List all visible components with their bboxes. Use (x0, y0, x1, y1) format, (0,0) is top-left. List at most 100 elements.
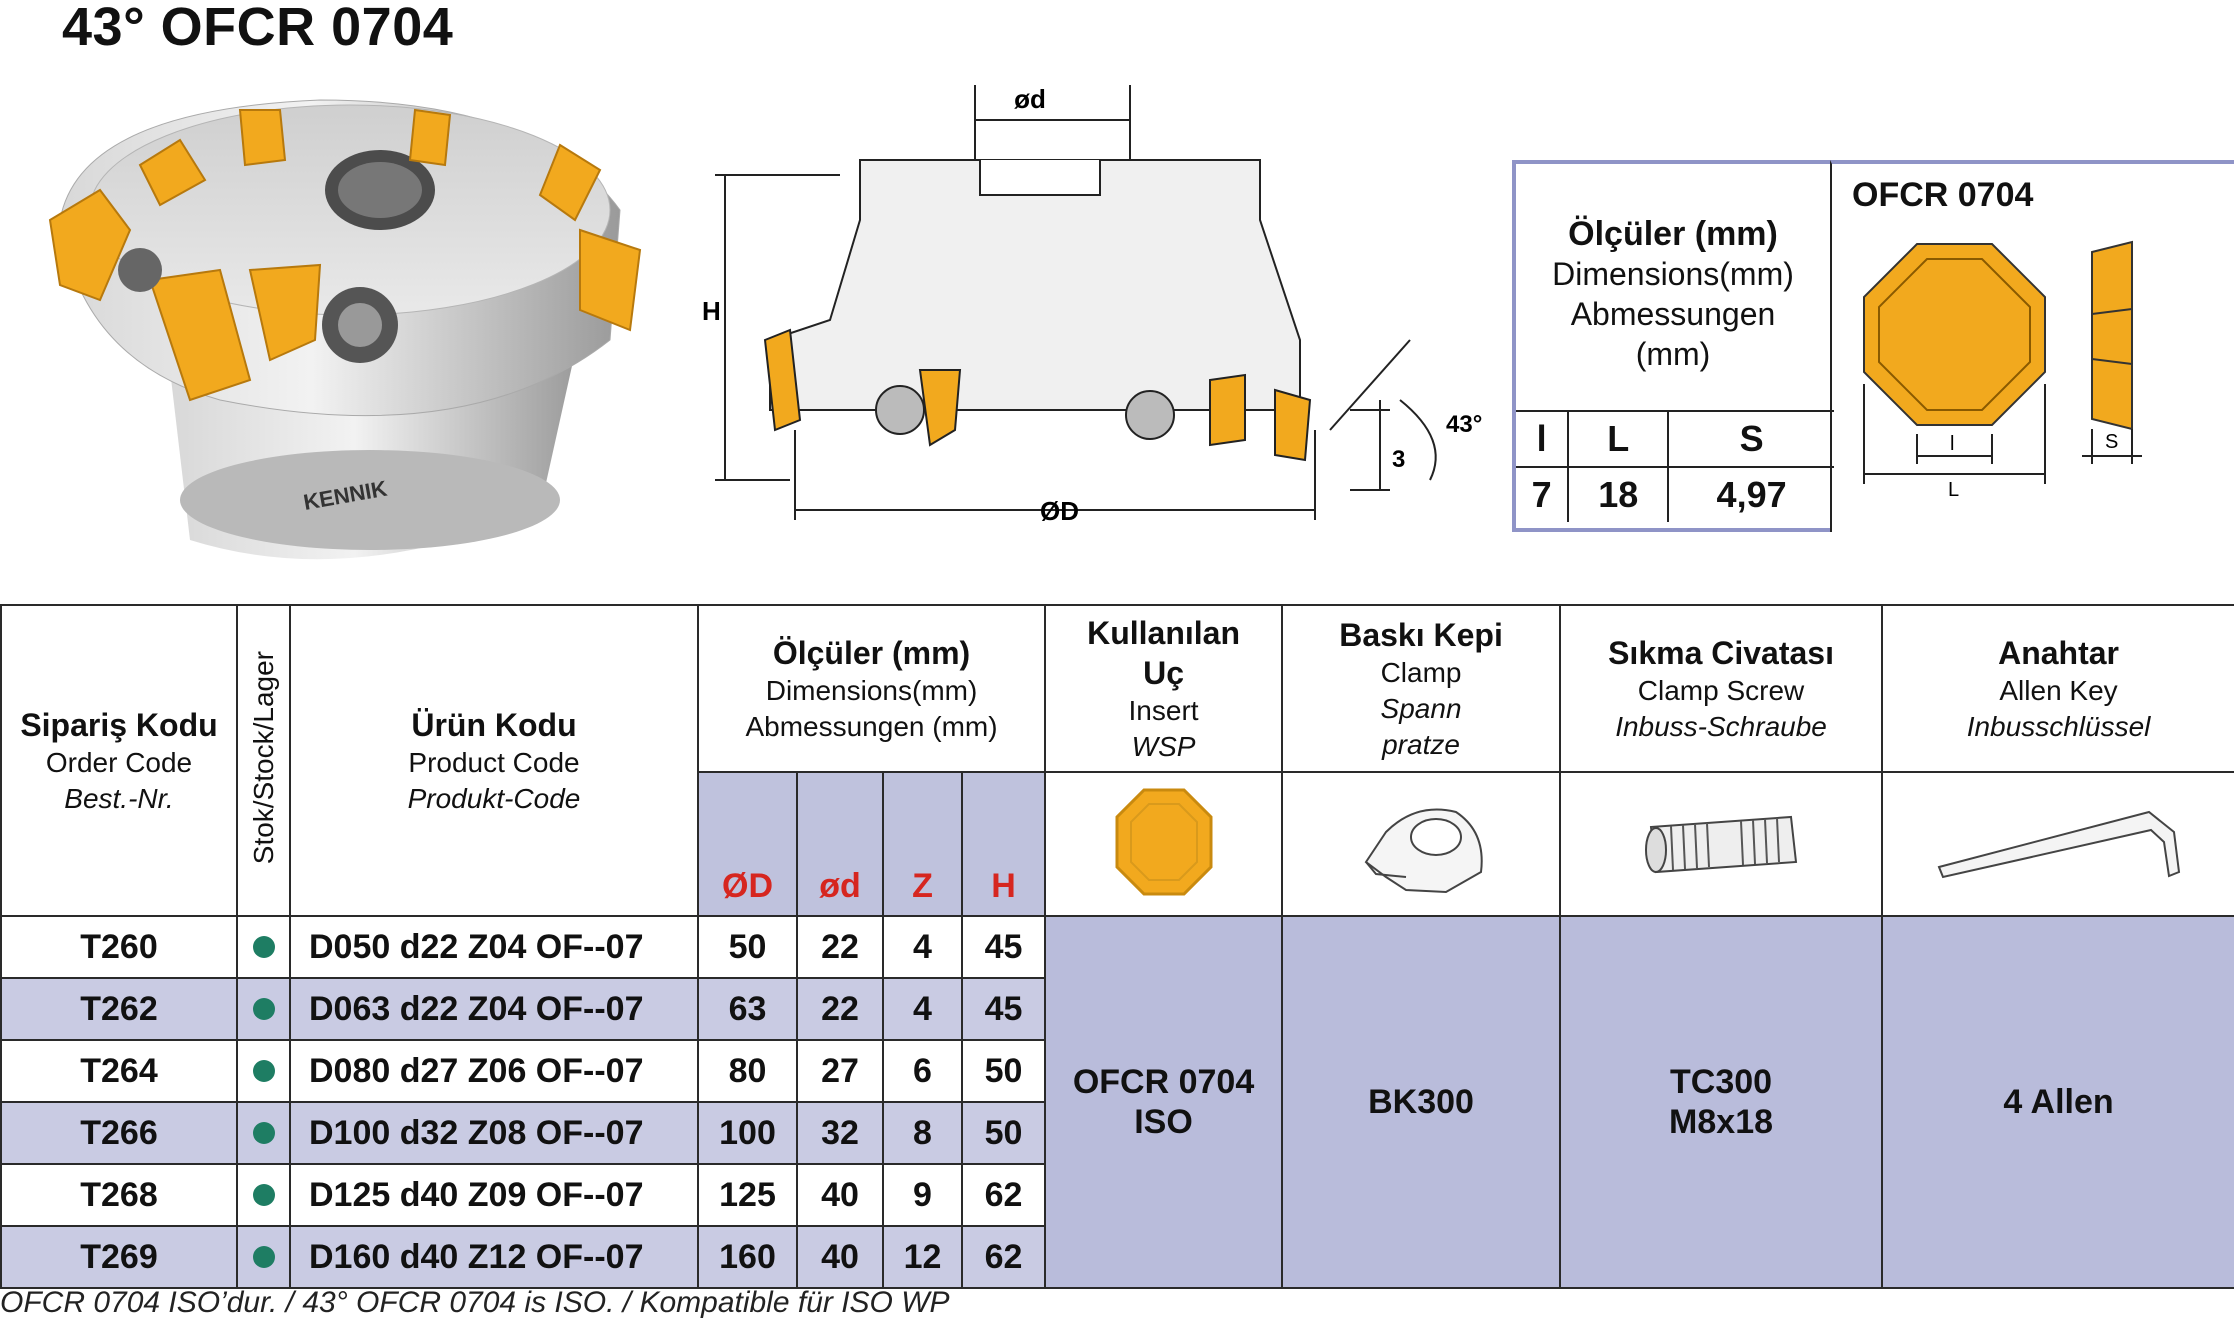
d-cell: 40 (796, 1225, 884, 1289)
col-d: ød (796, 771, 884, 917)
order-code-cell: T266 (0, 1101, 238, 1165)
header-stock: Stok/Stock/Lager (236, 604, 291, 917)
header-clamp-screw: Sıkma Civatası Clamp Screw Inbuss-Schrau… (1559, 604, 1884, 773)
header-product-code: Ürün Kodu Product Code Produkt-Code (289, 604, 699, 917)
clamp-en: Clamp (1380, 656, 1462, 688)
header-order-code: Sipariş Kodu Order Code Best.-Nr. (0, 604, 238, 917)
stock-dot-icon (252, 1183, 275, 1206)
footnote: OFCR 0704 ISO’dur. / 43° OFCR 0704 is IS… (0, 1286, 950, 1319)
D-cell: 125 (697, 1163, 798, 1227)
dims-en: Dimensions(mm) (1552, 256, 1794, 292)
insert-drawing-panel: OFCR 0704 l L S (1830, 160, 2234, 532)
order-code-cell: T260 (0, 915, 238, 979)
D-cell: 100 (697, 1101, 798, 1165)
spec-value-l: 7 (1516, 466, 1569, 522)
key-en: Allen Key (1999, 674, 2118, 706)
clamp-icon (1364, 808, 1483, 893)
page-title: 43° OFCR 0704 (62, 0, 454, 57)
order-code-cell: T262 (0, 977, 238, 1041)
order-code-cell: T264 (0, 1039, 238, 1103)
insert-octagon-drawing: l L S (1863, 240, 2142, 501)
dims-tr: Ölçüler (mm) (1568, 215, 1778, 253)
order-tr: Sipariş Kodu (20, 706, 218, 743)
D-cell: 160 (697, 1225, 798, 1289)
screw-icon (1645, 815, 1798, 873)
order-de: Best.-Nr. (64, 782, 174, 814)
stock-cell (236, 1225, 291, 1289)
header-clamp: Baskı Kepi Clamp Spann pratze (1281, 604, 1562, 773)
dims-header-en: Dimensions(mm) (765, 674, 978, 706)
insert-tr-2: Uç (1143, 654, 1184, 691)
table-row: T262 D063 d22 Z04 OF--07 63 22 4 45 (0, 977, 2234, 1041)
order-code-cell: T269 (0, 1225, 238, 1289)
product-code-cell: D080 d27 Z06 OF--07 (289, 1039, 699, 1103)
Z-cell: 12 (882, 1225, 963, 1289)
stock-cell (236, 1101, 291, 1165)
screw-en: Clamp Screw (1637, 674, 1805, 706)
screw-value-2: M8x18 (1669, 1103, 1774, 1141)
spec-header-S: S (1667, 410, 1834, 467)
stock-dot-icon (252, 1121, 275, 1144)
stock-label: Stok/Stock/Lager (247, 651, 279, 865)
key-value: 4 Allen (2003, 1083, 2114, 1121)
stock-dot-icon (252, 1245, 275, 1268)
screw-image-cell (1559, 771, 1884, 917)
d-cell: 32 (796, 1101, 884, 1165)
spec-value-L: 18 (1567, 466, 1669, 522)
order-en: Order Code (45, 746, 193, 778)
table-row: T260 D050 d22 Z04 OF--07 50 22 4 45 OFCR… (0, 915, 2234, 1289)
insert-en: Insert (1128, 694, 1199, 726)
dims-de-2: (mm) (1635, 336, 1711, 372)
Z-cell: 9 (882, 1163, 963, 1227)
col-D: ØD (697, 771, 798, 917)
key-image-cell (1881, 771, 2234, 917)
insert-image-cell (1044, 771, 1284, 917)
clamp-de-1: Spann (1380, 692, 1462, 724)
screw-value-1: TC300 (1670, 1063, 1773, 1101)
D-label: ØD (1040, 496, 1079, 526)
dims-header-de: Abmessungen (mm) (745, 710, 998, 742)
table-row: T268 D125 d40 Z09 OF--07 125 40 9 62 (0, 1163, 2234, 1227)
spec-value-S: 4,97 (1667, 466, 1834, 522)
screw-value-cell: TC300 M8x18 (1559, 915, 1884, 1289)
dims-de-1: Abmessungen (1570, 296, 1776, 332)
angle-label: 43° (1446, 411, 1482, 438)
d-cell: 40 (796, 1163, 884, 1227)
insert-value-1: OFCR 0704 (1072, 1063, 1255, 1101)
D-cell: 50 (697, 915, 798, 979)
stock-dot-icon (252, 935, 275, 958)
insert-dimensions-table: l L S 7 18 4,97 (1516, 410, 1834, 522)
H-cell: 45 (960, 977, 1047, 1041)
screw-de: Inbuss-Schraube (1615, 710, 1827, 742)
H-cell: 45 (960, 915, 1047, 979)
insert-tr-1: Kullanılan (1087, 614, 1240, 651)
H-cell: 62 (960, 1163, 1047, 1227)
col-Z: Z (882, 771, 963, 917)
table-row: T269 D160 d40 Z12 OF--07 160 40 12 62 (0, 1225, 2234, 1289)
insert-value-cell: OFCR 0704 ISO (1044, 915, 1284, 1289)
insert-dimensions-panel: Ölçüler (mm) Dimensions(mm) Abmessungen … (1512, 160, 1834, 532)
H-cell: 62 (960, 1225, 1047, 1289)
Z-cell: 6 (882, 1039, 963, 1103)
d-cell: 22 (796, 915, 884, 979)
table-row: T266 D100 d32 Z08 OF--07 100 32 8 50 (0, 1101, 2234, 1165)
product-code-cell: D100 d32 Z08 OF--07 (289, 1101, 699, 1165)
order-code-cell: T268 (0, 1163, 238, 1227)
insert-title: OFCR 0704 (1852, 176, 2034, 214)
od-label: ød (1014, 84, 1046, 114)
key-tr: Anahtar (1998, 634, 2119, 671)
diagram-S: S (2105, 431, 2118, 453)
key-value-cell: 4 Allen (1881, 915, 2234, 1289)
stock-dot-icon (252, 997, 275, 1020)
stock-cell (236, 1039, 291, 1103)
h-label: H (702, 296, 721, 326)
stock-dot-icon (252, 1059, 275, 1082)
col-H: H (960, 771, 1047, 917)
stock-cell (236, 915, 291, 979)
table-row: T264 D080 d27 Z06 OF--07 80 27 6 50 (0, 1039, 2234, 1103)
Z-cell: 4 (882, 977, 963, 1041)
d-cell: 27 (796, 1039, 884, 1103)
product-en: Product Code (408, 746, 580, 778)
clamp-tr: Baskı Kepi (1339, 616, 1503, 653)
dims-header-tr: Ölçüler (mm) (772, 634, 971, 671)
